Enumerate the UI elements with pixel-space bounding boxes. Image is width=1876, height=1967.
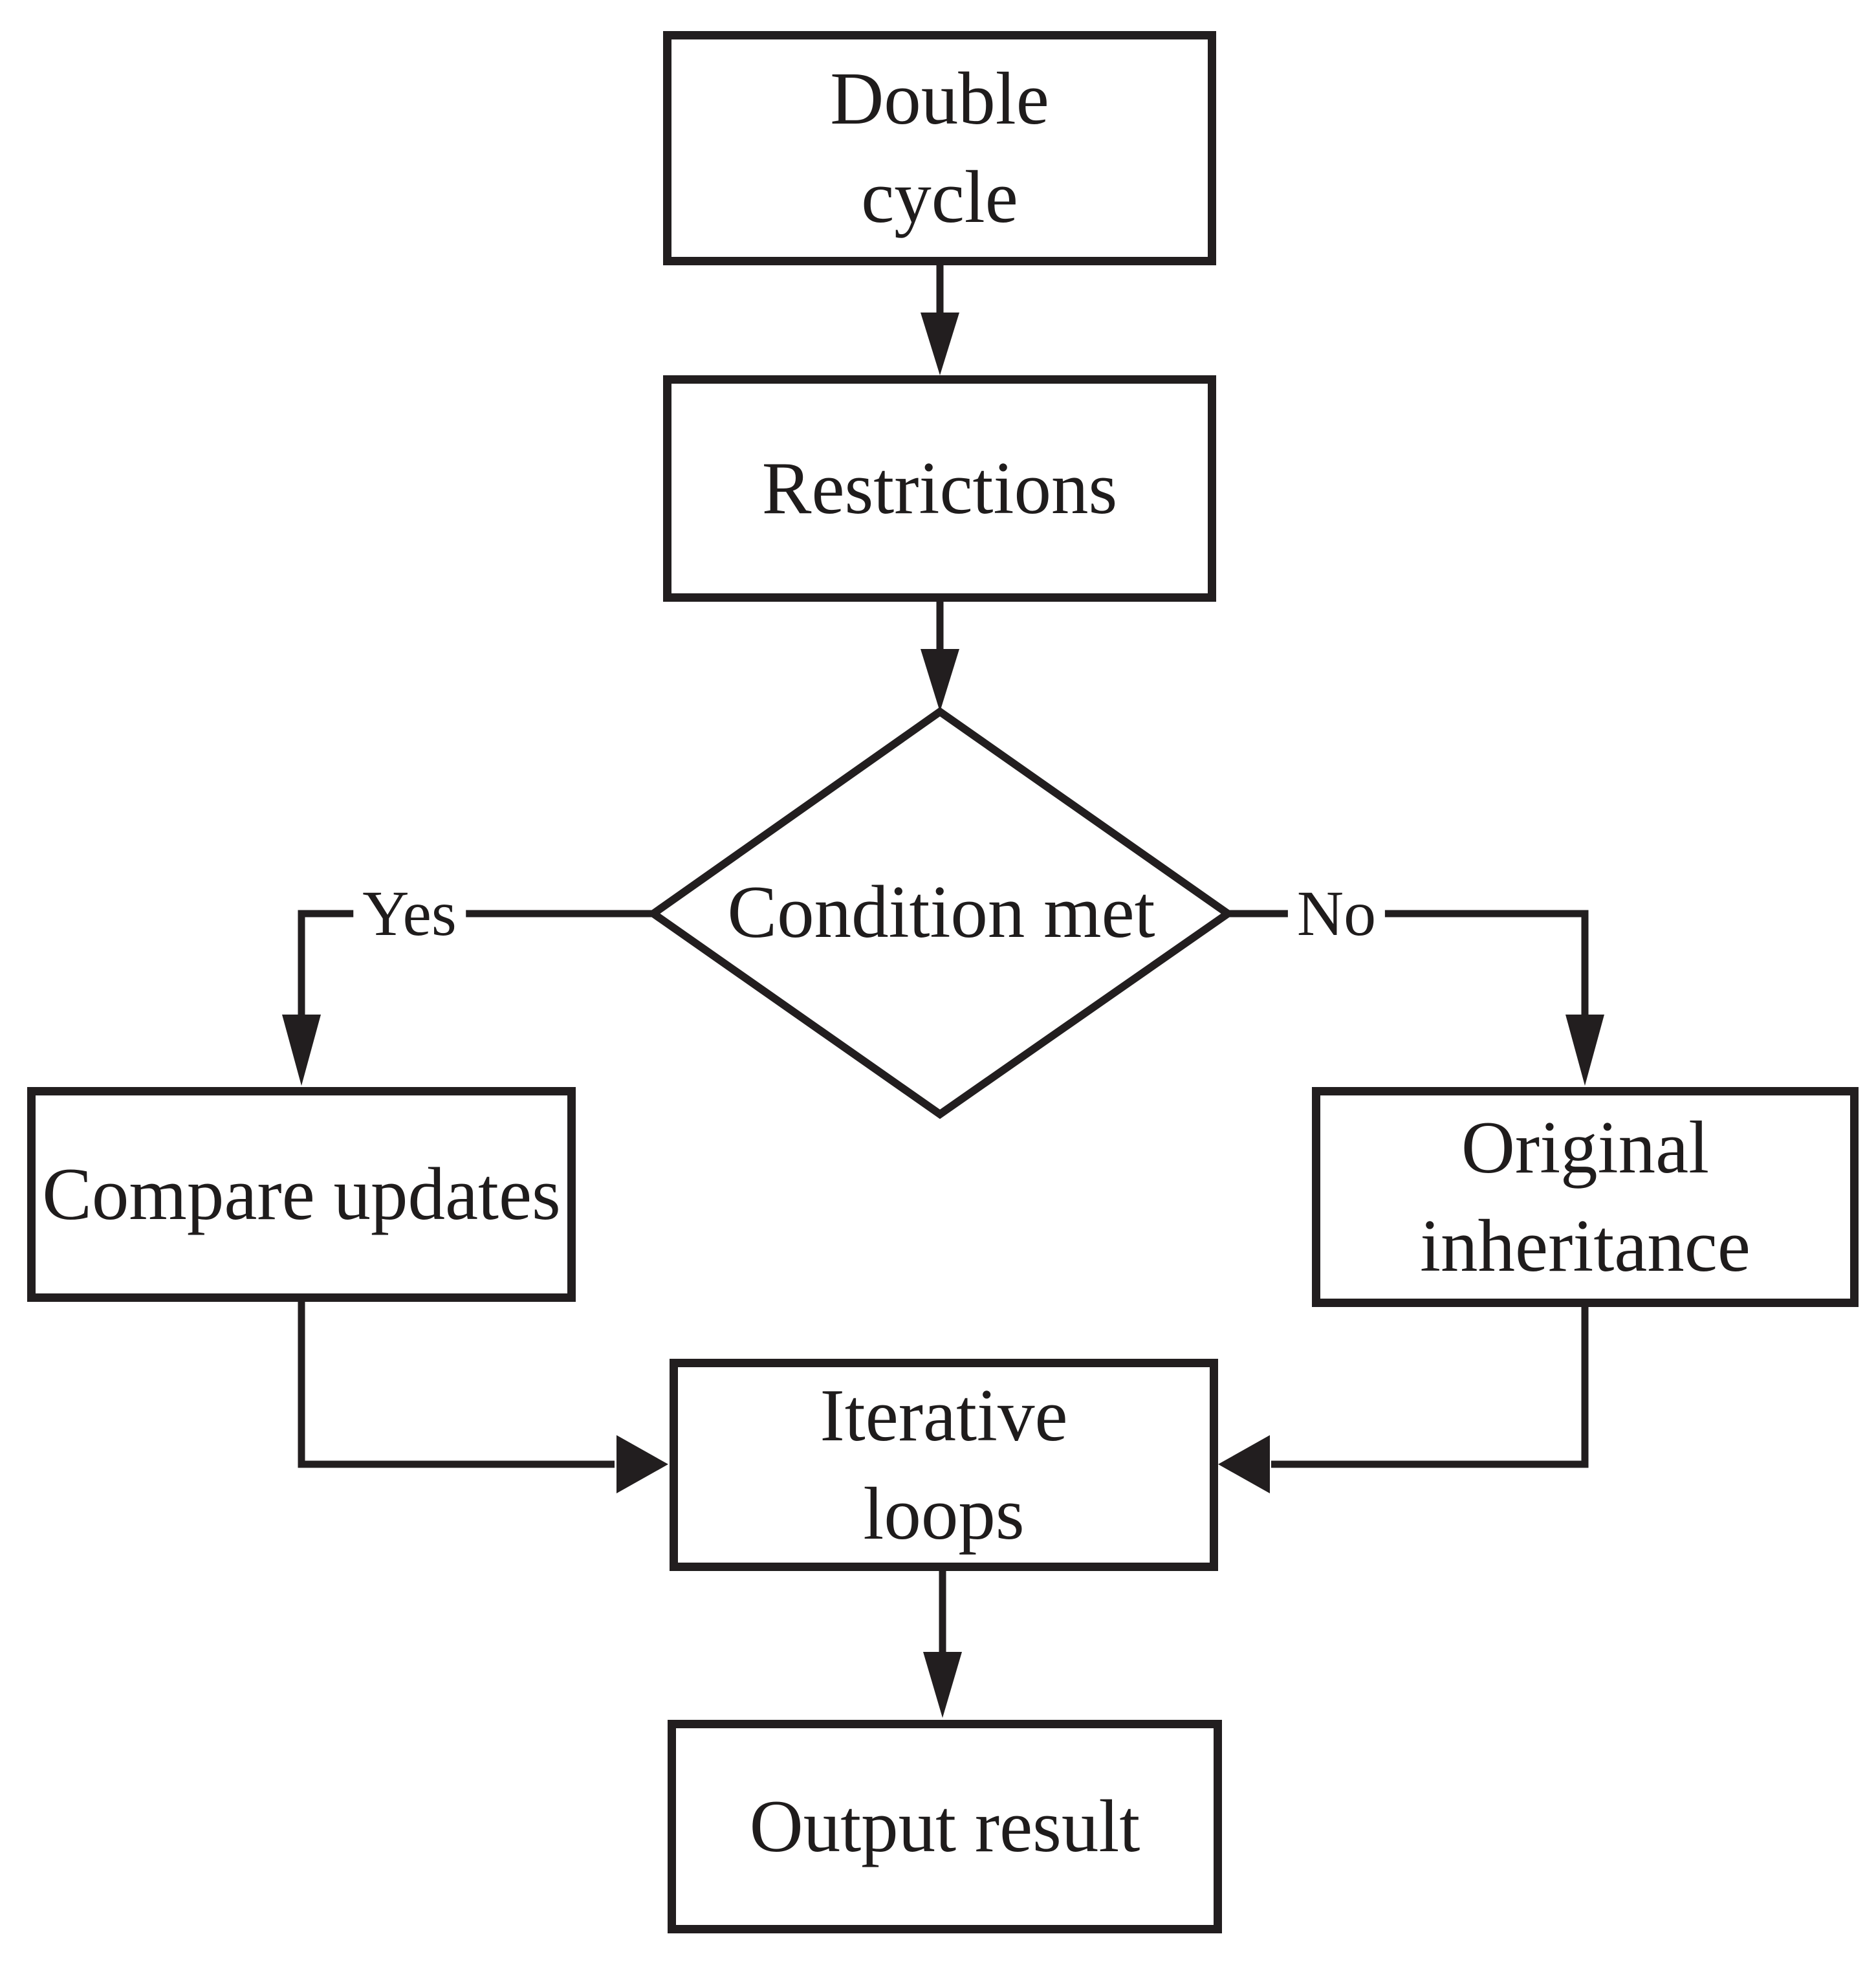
arrowhead-into-compare-updates [282, 1015, 321, 1086]
node-iterative-loops-label: Iterative loops [820, 1374, 1068, 1555]
arrowhead-into-iterative-loops-right [1218, 1435, 1270, 1493]
edge-label-no: No [1287, 877, 1386, 950]
edge-condition-yes-to-compare-updates [298, 910, 653, 1026]
node-condition-met-diamond [646, 707, 1235, 1119]
edge-compare-updates-to-iterative-loops [298, 1302, 615, 1468]
edge-label-yes: Yes [353, 877, 466, 950]
node-compare-updates: Compare updates [27, 1087, 576, 1302]
arrowhead-into-restrictions [921, 313, 959, 375]
node-compare-updates-label: Compare updates [42, 1153, 561, 1236]
edge-condition-no-to-original-inheritance [1228, 910, 1589, 1026]
arrowhead-into-output-result [923, 1652, 962, 1718]
node-iterative-loops: Iterative loops [670, 1359, 1218, 1571]
node-output-result: Output result [668, 1720, 1222, 1933]
node-condition-met-label: Condition met [727, 871, 1155, 954]
node-double-cycle-label: Double cycle [830, 58, 1049, 238]
node-restrictions: Restrictions [663, 375, 1216, 602]
node-restrictions-label: Restrictions [761, 447, 1118, 530]
node-output-result-label: Output result [749, 1785, 1140, 1868]
arrowhead-into-iterative-loops-left [616, 1435, 668, 1493]
node-original-inheritance-label: Original inheritance [1420, 1106, 1751, 1287]
arrowhead-into-original-inheritance [1565, 1015, 1604, 1086]
node-original-inheritance: Original inheritance [1312, 1087, 1859, 1307]
node-double-cycle: Double cycle [663, 31, 1216, 265]
edge-original-inheritance-to-iterative-loops [1271, 1307, 1589, 1468]
arrowhead-into-condition [921, 649, 959, 712]
node-condition-met-label-area: Condition met [686, 815, 1197, 1009]
